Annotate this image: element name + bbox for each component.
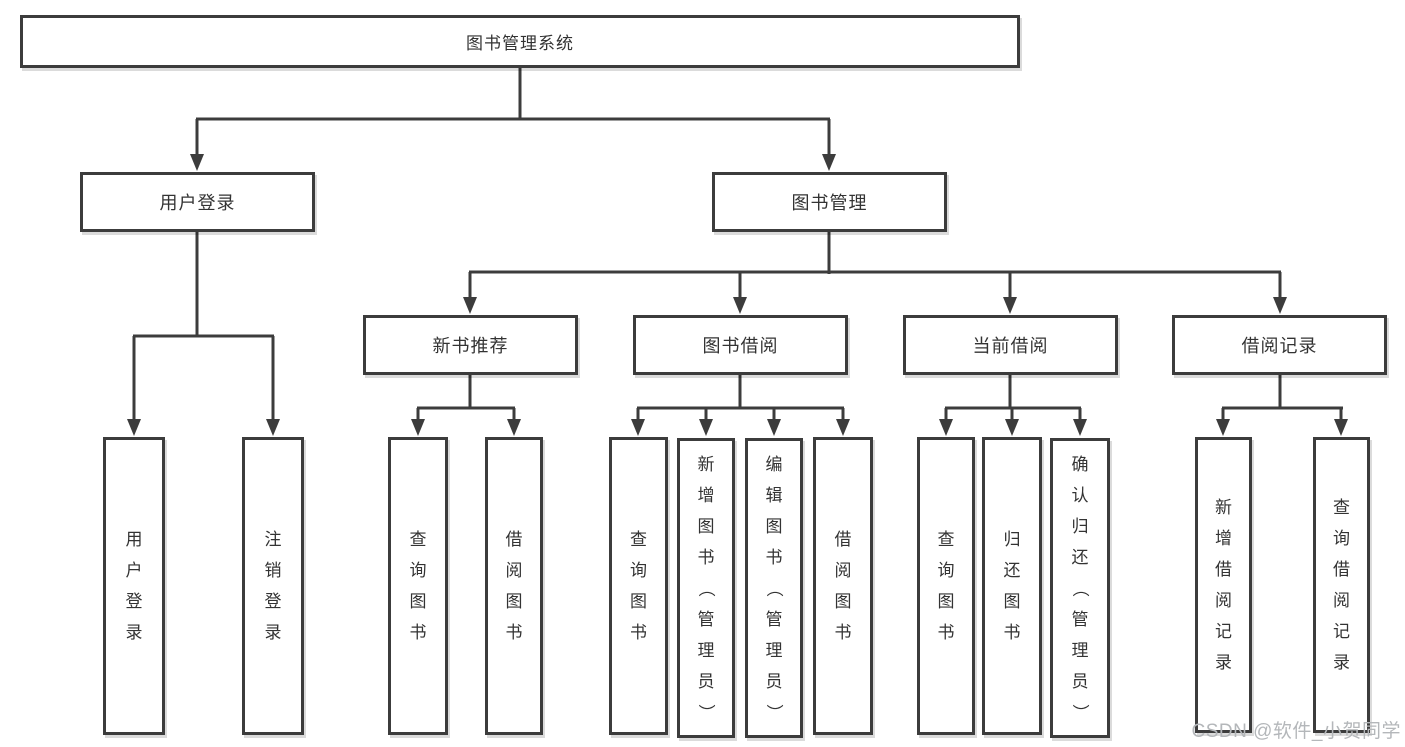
arrowhead-new-book-recommend (463, 297, 477, 314)
leaf-bb-query-books-label: 查询图书 (630, 530, 647, 642)
leaf-newrec-query-books: 查询图书 (388, 437, 448, 735)
arrowhead-leaf-br-query (1334, 419, 1348, 436)
leaf-newrec-borrow-books-label: 借阅图书 (505, 530, 523, 642)
arrowhead-leaf-bb-edit (767, 419, 781, 436)
leaf-bb-borrow-books-label: 借阅图书 (834, 530, 852, 642)
leaf-logout-login: 注销登录 (242, 437, 304, 735)
arrowhead-borrow-records (1273, 297, 1287, 314)
leaf-cb-confirm-return-admin: 确认归还（管理员） (1050, 438, 1110, 738)
node-new-book-recommend-label: 新书推荐 (432, 336, 509, 356)
arrowhead-book-management (822, 154, 836, 171)
leaf-cb-query-books: 查询图书 (917, 437, 975, 735)
node-borrow-records: 借阅记录 (1172, 315, 1387, 375)
leaf-bb-borrow-books: 借阅图书 (813, 437, 873, 735)
node-book-borrow-label: 图书借阅 (702, 336, 779, 356)
leaf-bb-query-books: 查询图书 (609, 437, 668, 735)
leaf-bb-add-books-admin: 新增图书（管理员） (677, 438, 735, 738)
node-book-borrow: 图书借阅 (633, 315, 848, 375)
leaf-br-query-record-label: 查询借阅记录 (1333, 498, 1350, 672)
node-root: 图书管理系统 (20, 15, 1020, 68)
leaf-br-add-record-label: 新增借阅记录 (1215, 498, 1232, 672)
arrowhead-user-login (190, 154, 204, 171)
arrowhead-leaf-cb-return (1005, 419, 1019, 436)
leaf-user-login: 用户登录 (103, 437, 165, 735)
node-current-borrow-label: 当前借阅 (972, 336, 1049, 356)
arrowhead-leaf-br-add (1216, 419, 1230, 436)
leaf-cb-query-books-label: 查询图书 (937, 530, 955, 642)
watermark: CSDN @软件_小贺同学 (1191, 721, 1401, 742)
leaf-bb-add-books-admin-label: 新增图书（管理员） (696, 454, 716, 721)
node-user-login: 用户登录 (80, 172, 315, 232)
arrowhead-leaf-bb-add (699, 419, 713, 436)
arrowhead-leaf-user-login (127, 419, 141, 436)
node-user-login-label: 用户登录 (159, 193, 236, 213)
leaf-newrec-query-books-label: 查询图书 (409, 530, 427, 642)
arrowhead-leaf-bb-query (631, 419, 645, 436)
leaf-br-add-record: 新增借阅记录 (1195, 437, 1252, 733)
node-book-management-label: 图书管理 (791, 193, 868, 213)
arrowhead-leaf-cb-query (939, 419, 953, 436)
leaf-cb-confirm-return-admin-label: 确认归还（管理员） (1070, 454, 1090, 721)
leaf-br-query-record: 查询借阅记录 (1313, 437, 1370, 733)
leaf-cb-return-books: 归还图书 (982, 437, 1042, 735)
leaf-user-login-label: 用户登录 (125, 530, 143, 642)
node-borrow-records-label: 借阅记录 (1241, 336, 1318, 356)
node-root-label: 图书管理系统 (466, 34, 574, 53)
leaf-bb-edit-books-admin-label: 编辑图书（管理员） (764, 454, 784, 721)
leaf-cb-return-books-label: 归还图书 (1003, 530, 1021, 642)
arrowhead-leaf-logout (266, 419, 280, 436)
arrowhead-leaf-newrec-borrow (507, 419, 521, 436)
leaf-bb-edit-books-admin: 编辑图书（管理员） (745, 438, 803, 738)
leaf-logout-login-label: 注销登录 (264, 530, 282, 642)
arrowhead-book-borrow (733, 297, 747, 314)
arrowhead-leaf-newrec-query (411, 419, 425, 436)
leaf-newrec-borrow-books: 借阅图书 (485, 437, 543, 735)
arrowhead-leaf-cb-confirm (1073, 419, 1087, 436)
arrowhead-leaf-bb-borrow (836, 419, 850, 436)
node-new-book-recommend: 新书推荐 (363, 315, 578, 375)
arrowhead-current-borrow (1003, 297, 1017, 314)
node-current-borrow: 当前借阅 (903, 315, 1118, 375)
node-book-management: 图书管理 (712, 172, 947, 232)
